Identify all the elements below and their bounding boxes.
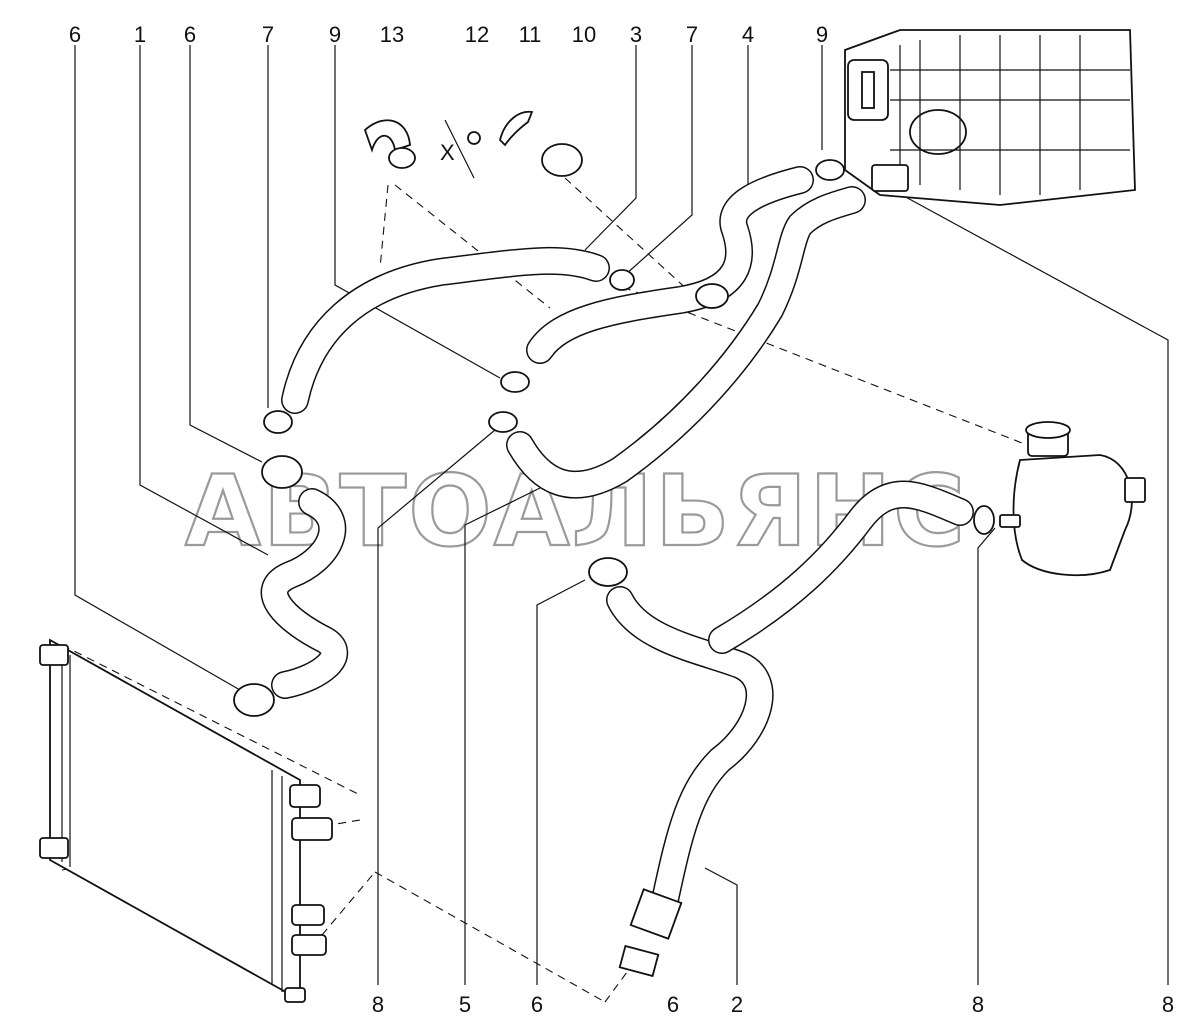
hose-5 [506, 186, 866, 499]
engine-block [844, 29, 1136, 206]
callout-top-4: 7 [262, 22, 274, 47]
callout-top-11: 7 [686, 22, 698, 47]
clamp-9-top [815, 159, 845, 181]
clamp-7-right [609, 269, 635, 291]
clamp-10 [541, 143, 583, 177]
clamp-7-left [263, 410, 293, 434]
expansion-tank [999, 421, 1146, 577]
callout-top-9: 10 [572, 22, 596, 47]
callout-top-6: 13 [380, 22, 404, 47]
callout-bottom-2: 5 [459, 992, 471, 1017]
callout-top-3: 6 [184, 22, 196, 47]
hose-1 [260, 488, 349, 699]
callout-bottom-7: 8 [1162, 992, 1174, 1017]
callout-bottom-3: 6 [531, 992, 543, 1017]
clamp-8-center [488, 411, 518, 433]
callout-top-2: 1 [134, 22, 146, 47]
clamp-6-upper [261, 455, 303, 489]
bottom-callouts: 8 5 6 6 2 8 8 [372, 992, 1174, 1017]
leader-lines [74, 45, 1169, 985]
callout-top-13: 9 [816, 22, 828, 47]
callout-bottom-5: 2 [731, 992, 743, 1017]
bracket-13 [363, 119, 411, 153]
clamp-9-center [500, 371, 530, 393]
clip-11 [499, 110, 534, 147]
axis-x-label: X [440, 140, 455, 165]
clamp-6-bottom [618, 944, 660, 978]
top-callouts: 6 1 6 7 9 13 12 11 10 3 7 4 9 [69, 22, 828, 47]
callout-top-8: 11 [519, 22, 542, 47]
clamp-6-right [588, 557, 628, 587]
nut-12 [467, 131, 481, 145]
hose-4 [526, 166, 814, 364]
radiator [39, 638, 333, 1003]
callout-bottom-4: 6 [667, 992, 679, 1017]
clamps [233, 110, 995, 978]
callout-top-7: 12 [465, 22, 489, 47]
axis-x-line [444, 119, 475, 179]
callout-bottom-6: 8 [972, 992, 984, 1017]
clamp-10-fitted [695, 283, 729, 309]
clamp-6-lower [233, 683, 275, 717]
callout-bottom-1: 8 [372, 992, 384, 1017]
hose-2 [606, 480, 974, 940]
hose-3 [281, 246, 610, 414]
callout-top-1: 6 [69, 22, 81, 47]
callout-top-5: 9 [329, 22, 341, 47]
callout-top-12: 4 [742, 22, 754, 47]
callout-top-10: 3 [630, 22, 642, 47]
clamp-8-right [973, 505, 995, 535]
